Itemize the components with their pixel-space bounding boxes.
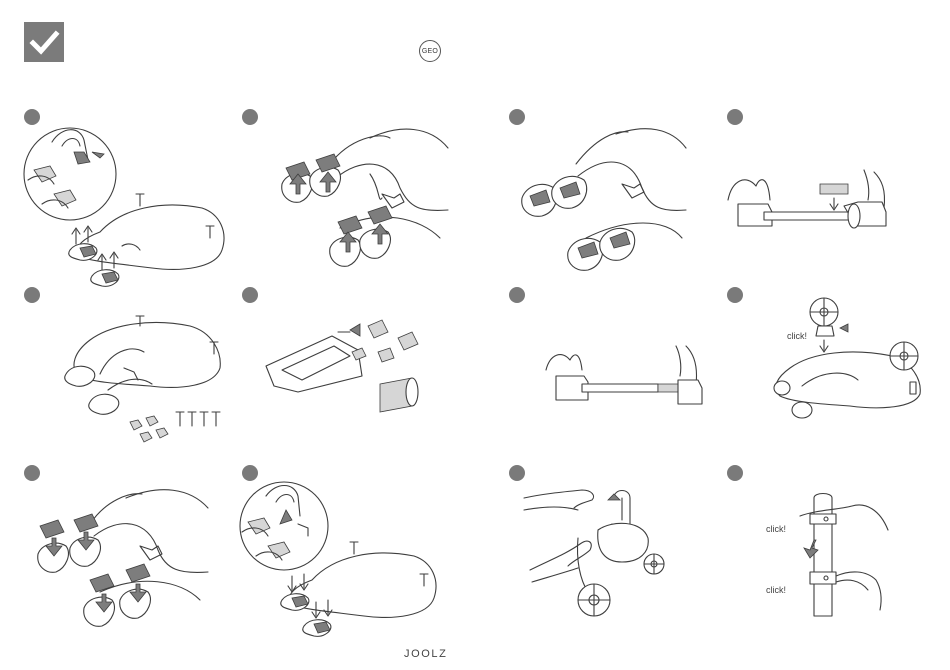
illustration-step-3 (516, 118, 691, 278)
illustration-step-5 (60, 312, 230, 452)
illustration-step-1 (22, 122, 237, 292)
checkmark-icon (24, 22, 64, 62)
illustration-step-10 (238, 480, 453, 640)
illustration-step-6 (262, 316, 442, 416)
illustration-step-2 (270, 118, 455, 278)
step-marker-10 (242, 465, 258, 481)
illustration-step-11 (522, 480, 672, 625)
click-label-step-8: click! (787, 331, 807, 341)
illustration-step-7 (540, 340, 710, 410)
step-marker-12 (727, 465, 743, 481)
step-marker-2 (242, 109, 258, 125)
step-marker-7 (509, 287, 525, 303)
click-label-step-12-top: click! (766, 524, 786, 534)
illustration-step-4 (724, 160, 899, 240)
step-marker-11 (509, 465, 525, 481)
step-marker-4 (727, 109, 743, 125)
step-marker-8 (727, 287, 743, 303)
click-label-step-12-bottom: click! (766, 585, 786, 595)
illustration-step-8 (762, 290, 937, 440)
illustration-step-9 (30, 480, 215, 630)
checkmark-glyph (24, 22, 64, 62)
brand-logo: JOOLZ (404, 648, 447, 660)
illustration-step-12 (796, 490, 891, 620)
step-marker-9 (24, 465, 40, 481)
step-marker-6 (242, 287, 258, 303)
geo-badge: GEO (419, 40, 441, 62)
